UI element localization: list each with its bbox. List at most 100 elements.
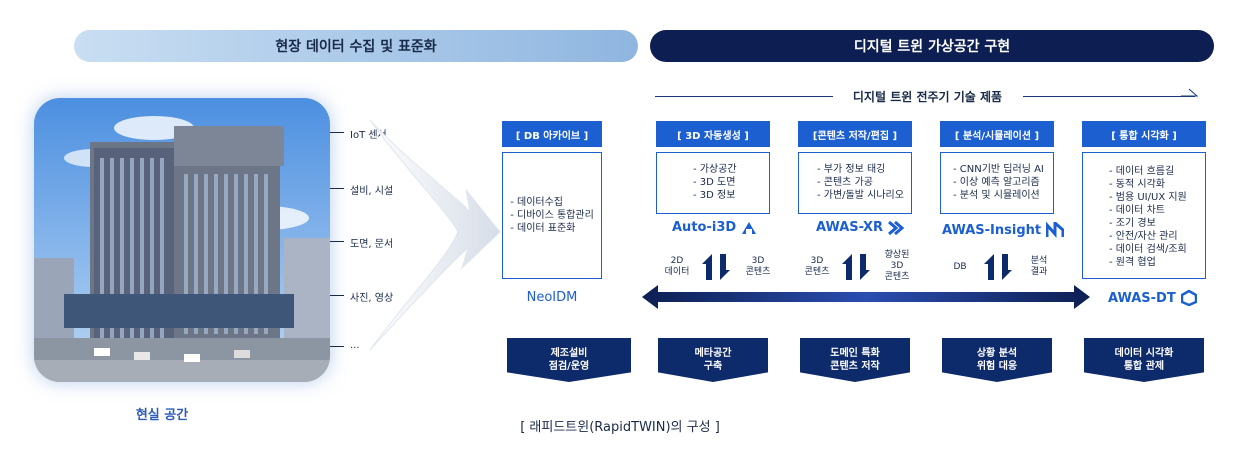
lifecycle-arrow-icon (1181, 88, 1199, 97)
product-name: AWAS-DT (1108, 290, 1176, 306)
product-logo-icon (1046, 222, 1065, 238)
column-head-content: [콘텐츠 저작/편집 ] (798, 121, 912, 147)
column-box-3d: - 가상공간 - 3D 도면 - 3D 정보 (656, 152, 770, 214)
lifecycle-label: 디지털 트윈 전주기 기술 제품 (852, 90, 1003, 104)
list-item: - 3D 정보 (693, 190, 736, 201)
chevron-arrow-icon (369, 120, 501, 350)
source-tick (330, 241, 344, 242)
real-space-label: 현실 공간 (135, 408, 189, 423)
bottom-tag-line: 구축 (703, 361, 723, 372)
lifecycle-header: 디지털 트윈 전주기 기술 제품 (655, 86, 1200, 106)
list-item: - 원격 협업 (1109, 257, 1156, 268)
column-head-db: [ DB 아카이브 ] (502, 121, 602, 147)
flow-text: 콘텐츠 (884, 272, 910, 282)
source-item: ... (350, 340, 360, 351)
product-auto-i3d: Auto-i3D (672, 220, 757, 235)
column-box-db: - 데이터수집 - 디바이스 통합관리 - 데이터 표준화 (502, 152, 602, 279)
banner-right-label: 디지털 트윈 가상공간 구현 (853, 39, 1011, 55)
column-head-integrated: [ 통합 시각화 ] (1082, 121, 1206, 147)
source-item: 설비, 시설 (350, 186, 394, 197)
figure-caption: [ 래피드트윈(RapidTWIN)의 구성 ] (520, 420, 720, 435)
bottom-tag-line: 도메인 특화 (830, 348, 880, 359)
product-awas-xr: AWAS-XR (816, 220, 905, 235)
flow-arrows-icon (702, 254, 730, 280)
column-head-analysis: [ 분석/시뮬레이션 ] (940, 121, 1054, 147)
flow-text: 데이터 (664, 267, 690, 277)
column-box-content: - 부가 정보 태깅 - 콘텐츠 가공 - 가변/돌발 시나리오 (798, 152, 912, 214)
building-photo (34, 98, 330, 382)
column-box-integrated: - 데이터 흐름길 - 동적 시각화 - 범용 UI/UX 지원 - 데이터 차… (1082, 152, 1206, 279)
product-awas-dt: AWAS-DT (1108, 290, 1197, 306)
list-item: - 데이터 표준화 (510, 223, 576, 234)
bottom-tag-line: 위험 대응 (976, 361, 1018, 372)
flow-text: 향상된 (884, 250, 910, 260)
lifecycle-line-right (1023, 96, 1195, 97)
source-tick (330, 132, 344, 133)
flow-text: 3D (810, 256, 824, 266)
bottom-tag-line: 메타공간 (694, 348, 732, 359)
list-item: - 디바이스 통합관리 (510, 210, 594, 221)
bottom-tag-line: 제조설비 (550, 348, 588, 359)
banner-digital-twin: 디지털 트윈 가상공간 구현 (650, 30, 1214, 62)
list-item: - 데이터 차트 (1109, 205, 1165, 216)
bottom-tag-line: 데이터 시각화 (1114, 348, 1174, 359)
list-item: - 조기 경보 (1109, 218, 1156, 229)
list-item: - 동적 시각화 (1109, 179, 1165, 190)
source-tick (330, 188, 344, 189)
source-item: 사진, 영상 (350, 293, 394, 304)
list-item: - 안전/자산 관리 (1109, 231, 1178, 242)
lifecycle-line-left (655, 96, 833, 97)
flow-text: 콘텐츠 (804, 267, 830, 277)
flow-text: 분석 (1030, 256, 1048, 266)
product-name: Auto-i3D (672, 220, 737, 235)
flow-text: 3D (751, 256, 765, 266)
double-arrow-icon (642, 285, 1090, 309)
flow-left-label: DB (946, 262, 974, 273)
bottom-tag-line: 통합 관제 (1123, 361, 1165, 372)
list-item: - 데이터 검색/조회 (1109, 244, 1187, 255)
banner-left-label: 현장 데이터 수집 및 표준화 (275, 39, 437, 55)
bottom-tag-line: 상황 분석 (976, 348, 1018, 359)
flow-text: 결과 (1030, 267, 1048, 277)
list-item: - 콘텐츠 가공 (817, 177, 873, 188)
product-awas-insight: AWAS-Insight (942, 222, 1065, 238)
source-item: 도면, 문서 (350, 239, 394, 250)
flow-arrows-icon (984, 254, 1012, 280)
column-head-3d: [ 3D 자동생성 ] (656, 121, 770, 147)
list-item: - 데이터 흐름길 (1109, 166, 1175, 177)
list-item: - CNN기반 딥러닝 AI (953, 164, 1044, 175)
list-item: - 가상공간 (693, 164, 737, 175)
list-item: - 이상 예측 알고리즘 (953, 177, 1040, 188)
list-item: - 데이터수집 (510, 197, 563, 208)
source-tick (330, 295, 344, 296)
product-logo-icon (888, 220, 905, 235)
flow-arrows-icon (842, 254, 870, 280)
list-item: - 가변/돌발 시나리오 (817, 190, 904, 201)
product-logo-icon (1180, 290, 1197, 306)
flow-text: 2D (670, 256, 684, 266)
product-neoidm: NeoIDM (526, 290, 578, 305)
flow-text: DB (953, 262, 967, 272)
bottom-tag-line: 점검/운영 (548, 361, 590, 372)
product-name: AWAS-XR (816, 220, 884, 235)
bottom-tag-line: 콘텐츠 저작 (830, 361, 880, 372)
flow-text: 3D (890, 261, 904, 271)
list-item: - 분석 및 시뮬레이션 (953, 190, 1040, 201)
banner-field-data: 현장 데이터 수집 및 표준화 (74, 30, 638, 62)
product-name: AWAS-Insight (942, 222, 1042, 238)
list-item: - 부가 정보 태깅 (817, 164, 886, 175)
source-tick (330, 346, 344, 347)
column-box-analysis: - CNN기반 딥러닝 AI - 이상 예측 알고리즘 - 분석 및 시뮬레이션 (940, 152, 1054, 214)
list-item: - 범용 UI/UX 지원 (1109, 192, 1187, 203)
list-item: - 3D 도면 (693, 177, 736, 188)
